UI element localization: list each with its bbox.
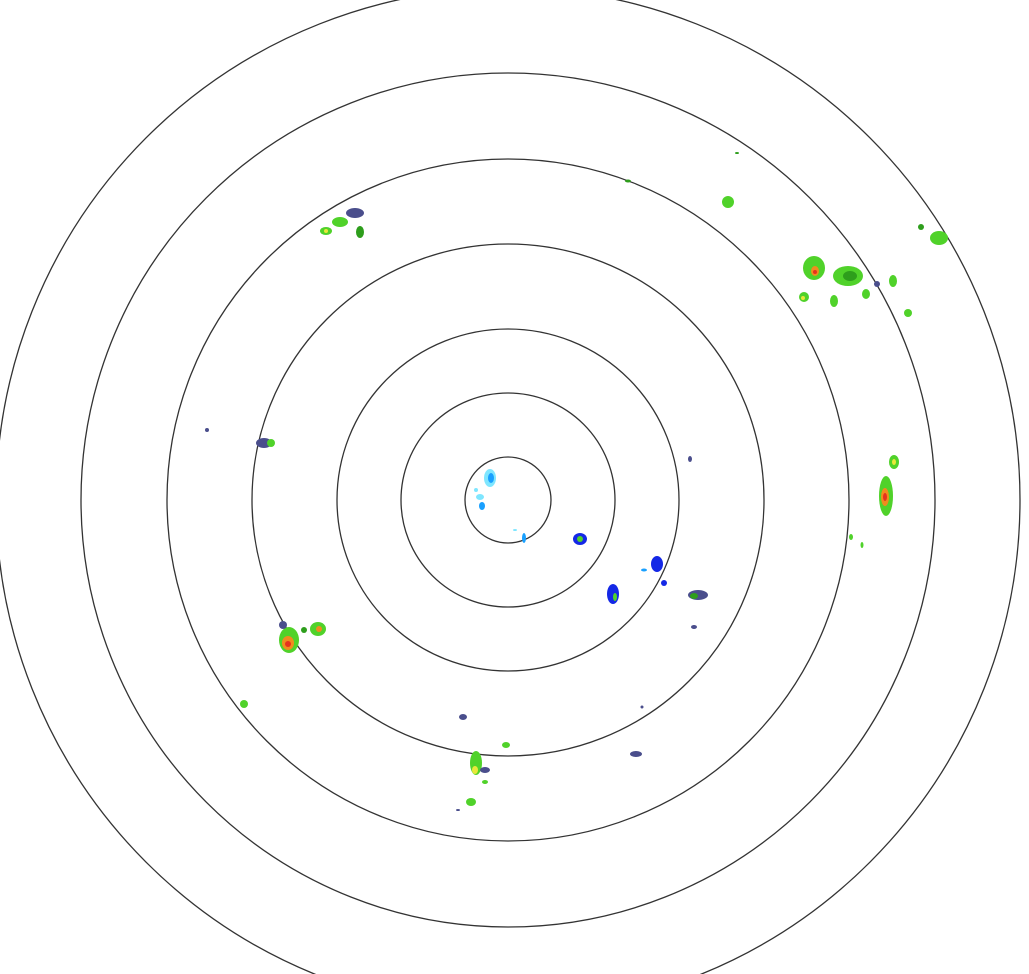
echo-east [688, 455, 899, 548]
echo-northwest [205, 208, 364, 448]
range-ring-4 [251, 243, 765, 757]
range-ring-5 [166, 158, 850, 842]
echo-southwest [240, 621, 326, 708]
range-ring-3 [336, 328, 680, 672]
range-ring-1 [464, 456, 552, 544]
echo-center [474, 469, 526, 543]
echo-northeast [625, 152, 948, 317]
echo-south [456, 714, 510, 811]
echo-southeast [573, 533, 708, 757]
range-ring-6 [80, 72, 936, 928]
precipitation-echoes [205, 152, 948, 811]
range-ring-2 [400, 392, 616, 608]
